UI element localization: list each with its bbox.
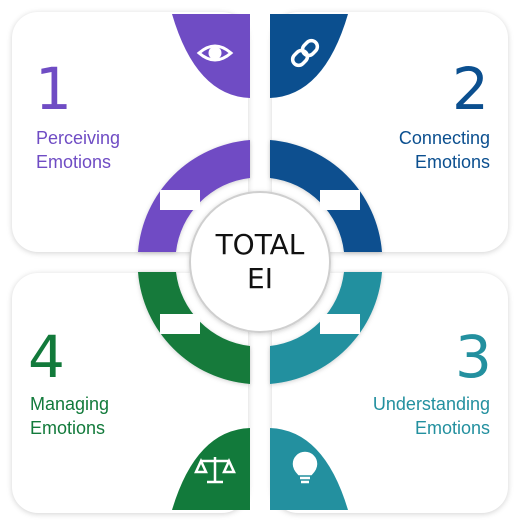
scales-icon xyxy=(194,457,236,484)
label-connecting-line2: Emotions xyxy=(414,152,490,172)
label-understanding-line1: Understanding xyxy=(372,394,490,414)
center-title-line1: TOTAL xyxy=(215,228,305,261)
number-connecting: 2 xyxy=(452,55,489,123)
label-perceiving: Perceiving Emotions xyxy=(36,126,120,174)
center-title-line2: EI xyxy=(247,262,273,295)
label-connecting: Connecting Emotions xyxy=(399,126,490,174)
label-managing: Managing Emotions xyxy=(30,392,109,440)
center-circle xyxy=(189,191,331,333)
lightbulb-icon xyxy=(292,451,318,484)
ring-notch xyxy=(160,314,200,334)
ring-notch xyxy=(320,190,360,210)
label-connecting-line1: Connecting xyxy=(398,128,490,148)
eye-icon xyxy=(196,44,234,62)
ring-notch xyxy=(160,190,200,210)
number-perceiving: 1 xyxy=(35,55,72,123)
center-title: TOTAL EI xyxy=(200,228,320,296)
label-perceiving-line1: Perceiving xyxy=(36,128,121,148)
link-icon xyxy=(290,38,320,68)
label-managing-line2: Emotions xyxy=(30,418,106,438)
leaf-managing xyxy=(172,428,250,510)
label-managing-line1: Managing xyxy=(30,394,110,414)
label-perceiving-line2: Emotions xyxy=(36,152,112,172)
number-understanding: 3 xyxy=(455,323,492,391)
number-managing: 4 xyxy=(28,323,65,391)
ring-notch xyxy=(320,314,360,334)
label-understanding-line2: Emotions xyxy=(414,418,490,438)
label-understanding: Understanding Emotions xyxy=(373,392,490,440)
